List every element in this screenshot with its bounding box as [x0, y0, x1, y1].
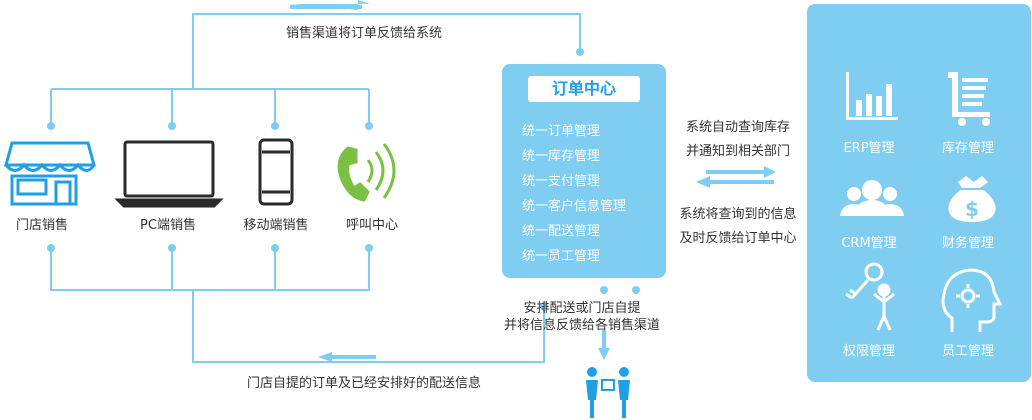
system-label-permissions: 权限管理	[842, 344, 896, 359]
channel-label-mobile: 移动端销售	[243, 218, 309, 233]
flow-label-bottom: 门店自提的订单及已经安排好的配送信息	[246, 376, 482, 391]
query-label-line1: 系统自动查询库存	[685, 120, 791, 135]
phone-call-icon	[337, 143, 396, 202]
store-icon	[4, 141, 96, 206]
query-label-line2: 并通知到相关部门	[685, 144, 791, 159]
smartphone-icon	[258, 138, 294, 206]
system-label-staff: 员工管理	[941, 344, 995, 359]
channel-label-store: 门店销售	[15, 218, 69, 233]
head-gear-icon	[941, 268, 1003, 332]
delivery-people-icon	[586, 367, 630, 418]
channel-label-call: 呼叫中心	[345, 218, 399, 233]
laptop-icon	[114, 140, 224, 208]
connector-dots	[47, 48, 640, 310]
bar-chart-icon	[846, 72, 898, 120]
dispatch-label-line2: 并将信息反馈给各销售渠道	[503, 318, 661, 333]
order-center-item: 统一配送管理	[522, 224, 601, 239]
key-person-icon	[845, 262, 895, 331]
order-center-item: 统一库存管理	[522, 149, 601, 164]
feedback-label-line1: 系统将查询到的信息	[679, 207, 797, 222]
order-center-item: 统一订单管理	[522, 124, 601, 139]
order-center-title: 订单中心	[528, 76, 640, 102]
bottom-arrow	[326, 355, 376, 359]
money-bag-icon: $	[948, 176, 996, 222]
system-label-inventory: 库存管理	[941, 141, 995, 156]
channel-label-pc: PC端销售	[140, 218, 196, 233]
flow-label-top: 销售渠道将订单反馈给系统	[285, 26, 443, 41]
order-center-item: 统一支付管理	[522, 174, 601, 189]
feedback-label-line2: 及时反馈给订单中心	[679, 231, 797, 246]
system-label-finance: 财务管理	[941, 236, 995, 251]
svg-text:$: $	[965, 197, 979, 221]
system-label-crm: CRM管理	[841, 236, 897, 251]
users-icon	[840, 180, 904, 216]
order-center-item: 统一客户信息管理	[522, 199, 627, 214]
dispatch-label-line1: 安排配送或门店自提	[523, 301, 641, 316]
system-label-erp: ERP管理	[843, 141, 895, 156]
connector-lines	[50, 13, 581, 363]
arrows	[290, 0, 776, 362]
order-center-item: 统一员工管理	[522, 249, 601, 264]
cart-icon	[948, 72, 990, 126]
